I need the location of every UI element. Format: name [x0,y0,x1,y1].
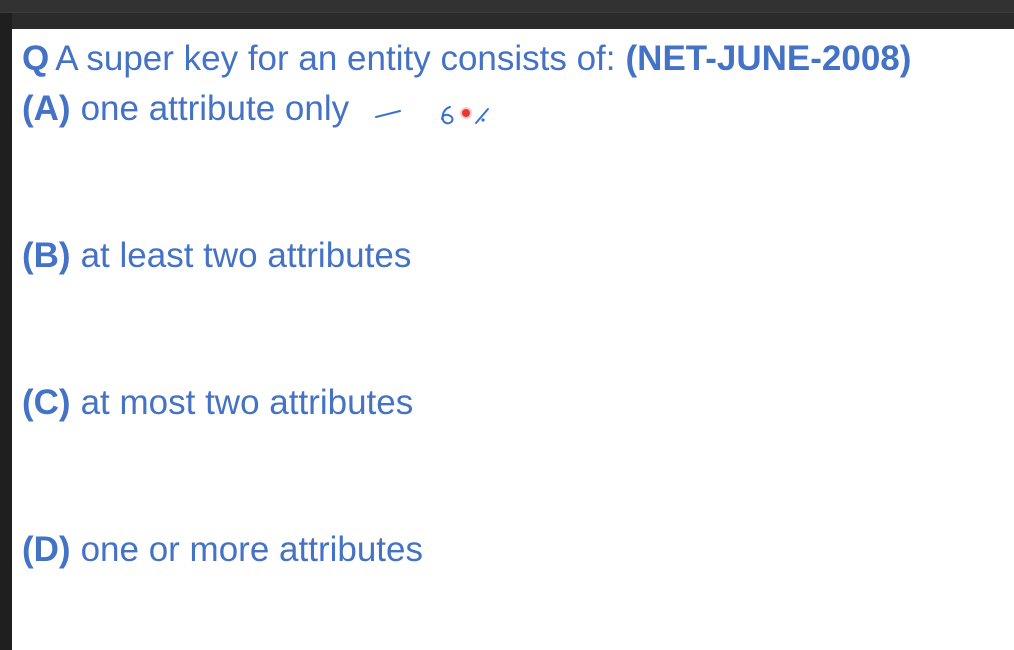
option-b: (B) at least two attributes [22,236,411,276]
slide: Q A super key for an entity consists of:… [12,29,1014,650]
question-line: Q A super key for an entity consists of:… [22,39,911,79]
handwritten-annotation [375,106,489,125]
option-letter: (A) [22,89,71,128]
option-text: one or more attributes [80,530,423,569]
option-c: (C) at most two attributes [22,383,413,423]
laser-pointer-dot [462,109,470,117]
question-marker: Q [22,39,50,78]
option-text: at most two attributes [80,383,414,422]
option-letter: (D) [22,530,71,569]
option-letter: (C) [22,383,71,422]
top-bar [0,0,1014,13]
option-text: one attribute only [80,89,350,128]
option-letter: (B) [22,236,71,275]
question-source: (NET-JUNE-2008) [625,39,912,78]
left-edge-strip [0,13,12,650]
option-d: (D) one or more attributes [22,530,423,570]
question-text: A super key for an entity consists of: [55,39,616,78]
option-text: at least two attributes [80,236,412,275]
option-a: (A) one attribute only [22,89,349,129]
